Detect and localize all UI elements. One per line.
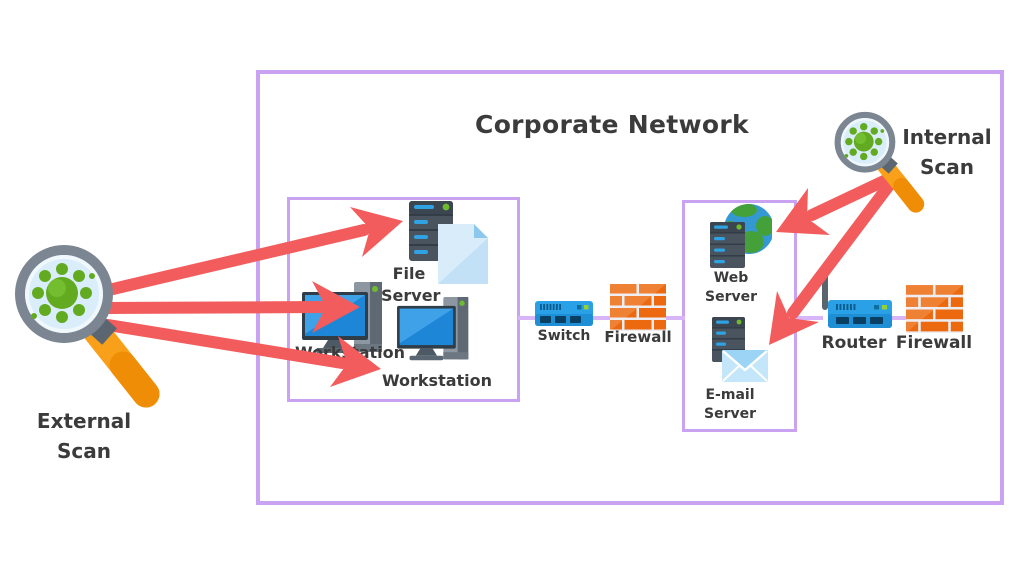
brick-wall-icon (906, 285, 963, 333)
link-lan-to-switch (518, 316, 538, 320)
network-switch-icon (535, 301, 593, 326)
server-document-icon (409, 201, 488, 284)
server-envelope-icon (712, 317, 768, 382)
firewall-1-label: Firewall (604, 328, 672, 346)
lan-zone-box (287, 197, 520, 402)
antenna (822, 268, 828, 310)
internal-scan-label: Internal Scan (902, 125, 992, 179)
workstation-1-label: Workstation (294, 343, 406, 362)
external-scan-magnifier-virus-icon (20, 250, 146, 394)
desktop-computer-icon (397, 297, 469, 361)
brick-wall-icon (610, 284, 666, 331)
email-server-label: E-mail Server (703, 387, 756, 423)
switch-label: Switch (537, 328, 591, 344)
link-firewall1-to-serverbox (663, 316, 685, 320)
link-router-to-firewall2 (886, 316, 908, 320)
file-server-label: File Server (381, 264, 441, 306)
wireless-router-icon (822, 268, 892, 328)
workstation-2-label: Workstation (381, 371, 493, 390)
link-switch-to-firewall1 (590, 316, 613, 320)
web-server-label: Web Server (704, 270, 757, 306)
page-title: Corporate Network (475, 110, 749, 139)
firewall-2-label: Firewall (895, 333, 973, 353)
router-label: Router (821, 333, 887, 353)
external-scan-label: External Scan (36, 409, 132, 463)
server-globe-icon (710, 204, 772, 268)
